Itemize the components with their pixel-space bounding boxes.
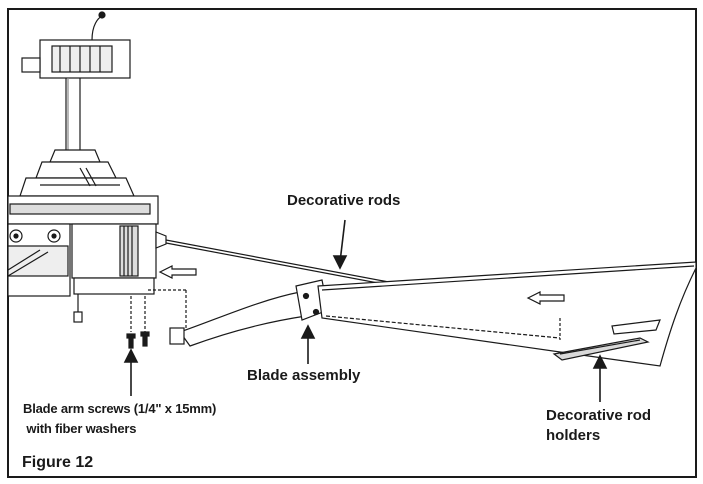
decorative-rod-holders-line2: holders <box>546 427 601 444</box>
blade-arm <box>169 279 329 347</box>
blade-arm-mount <box>71 223 167 323</box>
insert-arrow-right <box>526 291 565 305</box>
blade-arm-screws <box>126 331 150 349</box>
decorative-rod-holders-label: Decorative rod holders <box>546 406 696 446</box>
decorative-rod-holders-line1: Decorative rod <box>546 407 652 424</box>
downrod <box>65 78 81 150</box>
decorative-rods-label: Decorative rods <box>287 192 401 209</box>
pointer-arrows <box>123 219 608 402</box>
figure-title: Figure 12 <box>22 454 94 471</box>
blade-assembly-label: Blade assembly <box>247 367 361 384</box>
fan-blade <box>317 261 697 367</box>
motor-housing <box>7 149 159 297</box>
blade-arm-screws-line1: Blade arm screws (1/4" x 15mm) <box>23 401 217 416</box>
decorative-rod-holder <box>552 318 661 361</box>
blade-arm-screws-line2: with fiber washers <box>23 421 137 436</box>
canopy-bracket <box>21 11 131 79</box>
screw-guides <box>130 289 187 332</box>
insert-arrow-left <box>158 265 197 279</box>
blade-arm-screws-label: Blade arm screws (1/4" x 15mm) with fibe… <box>23 399 216 439</box>
